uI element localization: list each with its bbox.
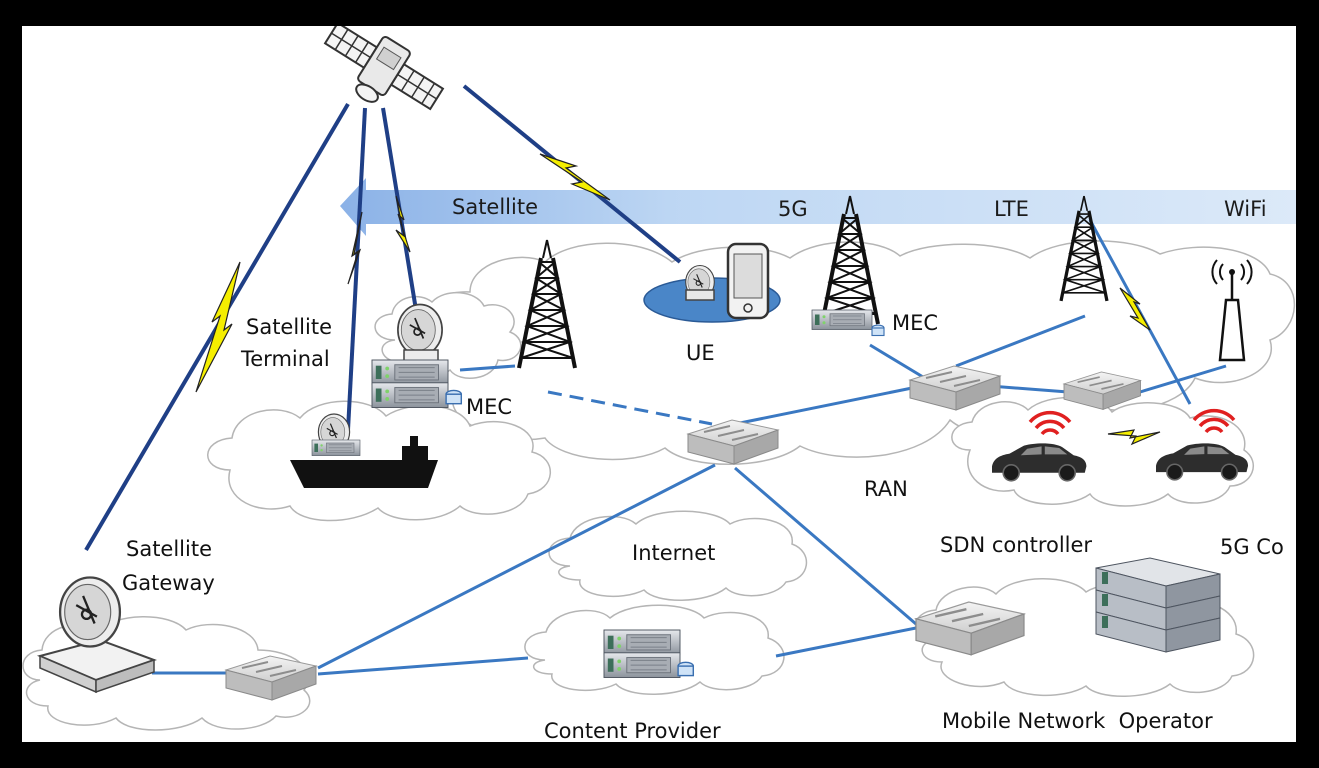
dish-icon-terminal	[397, 303, 443, 357]
label-internet: Internet	[632, 541, 715, 565]
label-sdn-controller: SDN controller	[940, 533, 1092, 557]
label-5g-core: 5G Co	[1220, 535, 1284, 559]
label-ue: UE	[686, 341, 715, 365]
dish-icon-gateway	[36, 576, 157, 694]
label-ran: RAN	[864, 477, 908, 501]
band-label-wifi: WiFi	[1224, 197, 1267, 221]
label-satellite-terminal-1: Satellite	[246, 315, 332, 339]
router-icon	[1211, 259, 1253, 362]
server-icon-mec-left	[371, 359, 463, 408]
label-content-provider: Content Provider	[544, 719, 721, 742]
band-label-5g: 5G	[778, 197, 808, 221]
ue-device-icon	[643, 242, 781, 323]
label-satellite-gateway-2: Gateway	[122, 571, 215, 595]
server-icon-content	[603, 629, 695, 678]
lightning-icons	[195, 153, 1161, 446]
server-icon-core	[1095, 557, 1221, 653]
server-icon-mec-right	[811, 309, 885, 337]
technology-band	[340, 178, 1296, 236]
label-mec-right: MEC	[892, 311, 938, 335]
label-satellite-terminal-2: Terminal	[240, 347, 330, 371]
label-mec-left: MEC	[466, 395, 512, 419]
network-diagram: Satellite 5G LTE WiFi	[22, 26, 1296, 742]
ship-icon	[290, 413, 438, 488]
satellite-icon	[323, 26, 445, 111]
band-label-lte: LTE	[994, 197, 1029, 221]
band-label-satellite: Satellite	[452, 195, 538, 219]
cloud-internet	[548, 510, 808, 601]
label-satellite-gateway-1: Satellite	[126, 537, 212, 561]
phone-icon	[726, 242, 770, 320]
diagram-svg: Satellite 5G LTE WiFi	[22, 26, 1296, 742]
label-mobile-network-operator: Mobile Network Operator	[942, 709, 1213, 733]
network-links	[152, 219, 1227, 676]
